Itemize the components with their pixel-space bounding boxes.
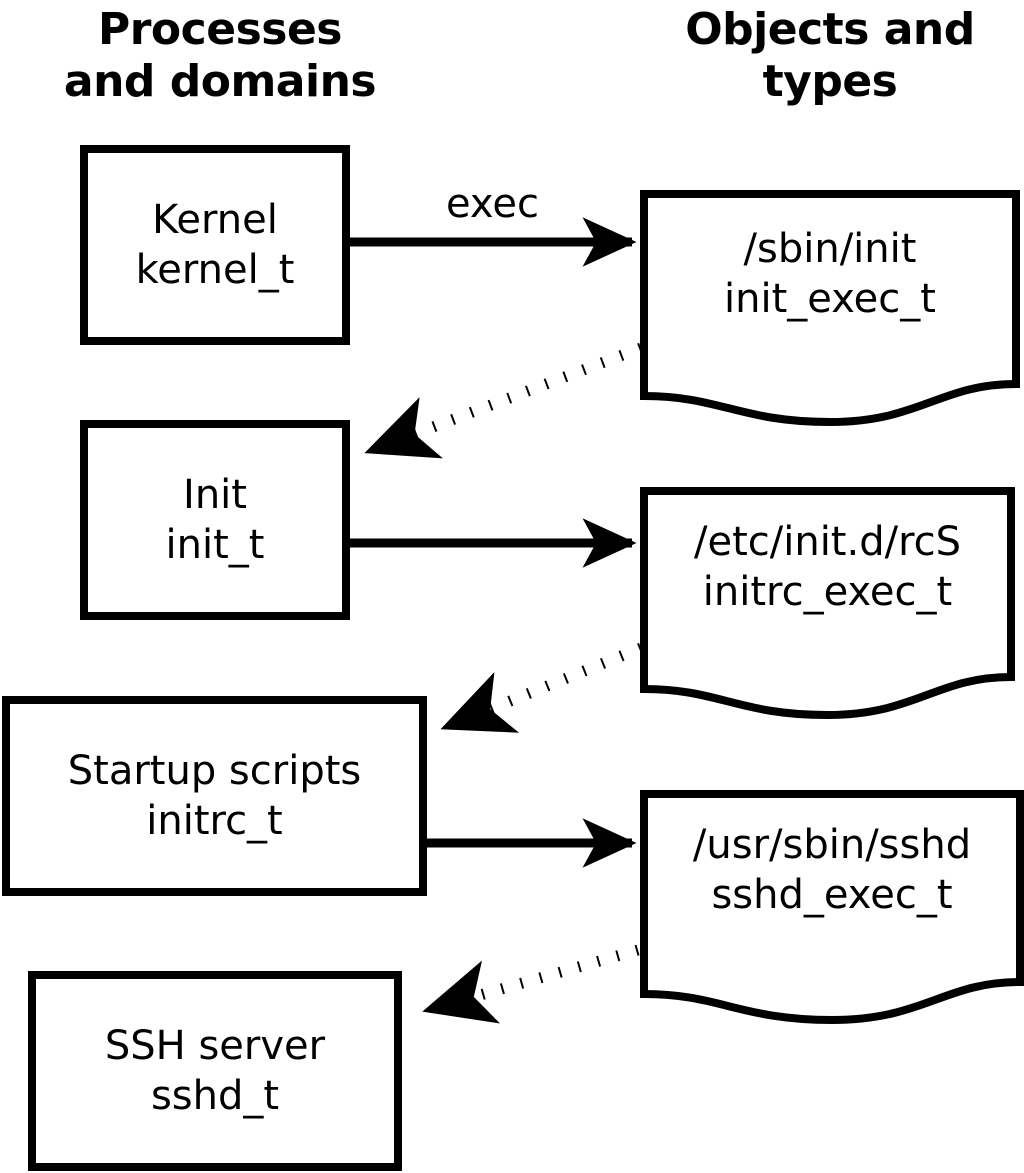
process-name: SSH server	[104, 1023, 326, 1069]
object-path: /etc/init.d/rcS	[693, 519, 962, 565]
process-box-startup-scripts[interactable]: Startup scripts initrc_t	[2, 696, 427, 896]
process-name: Init	[183, 472, 247, 518]
object-type: initrc_exec_t	[702, 569, 953, 615]
object-path: /sbin/init	[743, 226, 917, 272]
object-path: /usr/sbin/sshd	[692, 822, 972, 868]
process-type: kernel_t	[135, 247, 295, 293]
process-name: Kernel	[152, 197, 278, 243]
process-box-init[interactable]: Init init_t	[80, 420, 350, 620]
object-type: sshd_exec_t	[711, 872, 953, 918]
column-header-processes: Processes and domains	[63, 4, 377, 107]
object-doc-etc-initd-rcs[interactable]: /etc/init.d/rcS initrc_exec_t	[640, 487, 1015, 725]
object-doc-usr-sbin-sshd[interactable]: /usr/sbin/sshd sshd_exec_t	[640, 790, 1024, 1030]
process-type: sshd_t	[150, 1073, 280, 1119]
object-doc-sbin-init[interactable]: /sbin/init init_exec_t	[640, 190, 1020, 435]
process-box-ssh-server[interactable]: SSH server sshd_t	[28, 971, 402, 1171]
process-type: initrc_t	[146, 798, 283, 844]
column-header-objects: Objects and types	[685, 4, 975, 107]
edge-dotted-init-exec-to-init	[364, 342, 643, 459]
edge-dotted-sshd-exec-to-sshd	[422, 944, 640, 1024]
process-type: init_t	[165, 522, 265, 568]
process-name: Startup scripts	[67, 748, 362, 794]
process-box-kernel[interactable]: Kernel kernel_t	[80, 145, 350, 345]
object-type: init_exec_t	[724, 276, 936, 322]
edge-label-exec: exec	[446, 181, 539, 227]
edge-dotted-initrc-exec-to-initrc	[440, 642, 644, 733]
